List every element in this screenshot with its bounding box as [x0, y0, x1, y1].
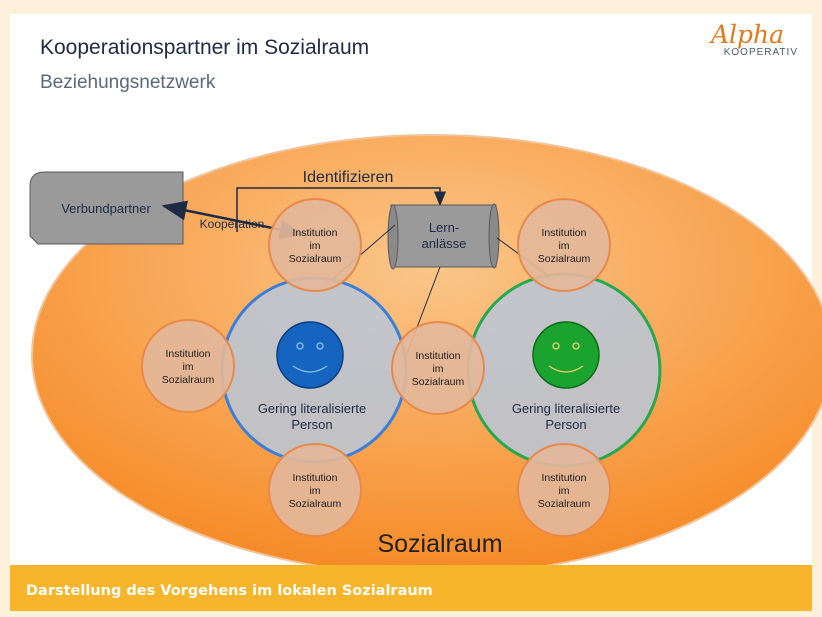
logo: Alpha KOOPERATIV	[688, 20, 798, 58]
institution-label: Sozialraum	[538, 498, 591, 510]
logo-script: Alpha	[710, 20, 784, 49]
institution-node: Institution im Sozialraum	[268, 198, 362, 292]
institution-node: Institution im Sozialraum	[517, 198, 611, 292]
institution-node: Institution im Sozialraum	[141, 319, 235, 413]
person-left-label-line2: Person	[291, 417, 332, 432]
institution-node: Institution im Sozialraum	[517, 443, 611, 537]
page-subtitle: Beziehungsnetzwerk	[40, 72, 216, 93]
institution-label: Sozialraum	[538, 253, 591, 265]
footer-bar: Darstellung des Vorgehens im lokalen Soz…	[10, 565, 812, 611]
institution-label: Sozialraum	[289, 498, 342, 510]
institution-label: im	[558, 485, 569, 497]
cooperation-label: Kooperation	[200, 217, 265, 231]
institution-label: Institution	[293, 227, 338, 239]
institution-label: Institution	[542, 472, 587, 484]
institution-label: Institution	[542, 227, 587, 239]
identify-label: Identifizieren	[303, 169, 394, 186]
institution-label: Institution	[416, 350, 461, 362]
page-title: Kooperationspartner im Sozialraum	[40, 36, 370, 59]
lernanlaesse-scroll: Lern- anlässe	[387, 203, 500, 270]
lernanlaesse-label-line2: anlässe	[422, 236, 467, 251]
institution-label: im	[309, 485, 320, 497]
institution-label: Sozialraum	[162, 374, 215, 386]
person-right-label-line1: Gering literalisierte	[512, 401, 620, 416]
institution-label: im	[309, 240, 320, 252]
institution-node: Institution im Sozialraum	[268, 443, 362, 537]
institution-label: Institution	[166, 348, 211, 360]
institution-label: im	[558, 240, 569, 252]
footer-text: Darstellung des Vorgehens im lokalen Soz…	[26, 583, 433, 599]
institution-label: Institution	[293, 472, 338, 484]
smiley-left-icon	[276, 321, 344, 389]
institution-node: Institution im Sozialraum	[391, 321, 485, 415]
smiley-right-icon	[532, 321, 600, 389]
lernanlaesse-label-line1: Lern-	[429, 220, 459, 235]
institution-label: im	[432, 363, 443, 375]
verbundpartner-box: Verbundpartner	[29, 171, 184, 245]
person-left-label-line1: Gering literalisierte	[258, 401, 366, 416]
verbundpartner-label: Verbundpartner	[61, 201, 151, 216]
institution-label: Sozialraum	[289, 253, 342, 265]
logo-subtext: KOOPERATIV	[723, 47, 798, 58]
person-right-label-line2: Person	[545, 417, 586, 432]
institution-label: im	[182, 361, 193, 373]
sozialraum-label: Sozialraum	[377, 530, 502, 558]
institution-label: Sozialraum	[412, 376, 465, 388]
